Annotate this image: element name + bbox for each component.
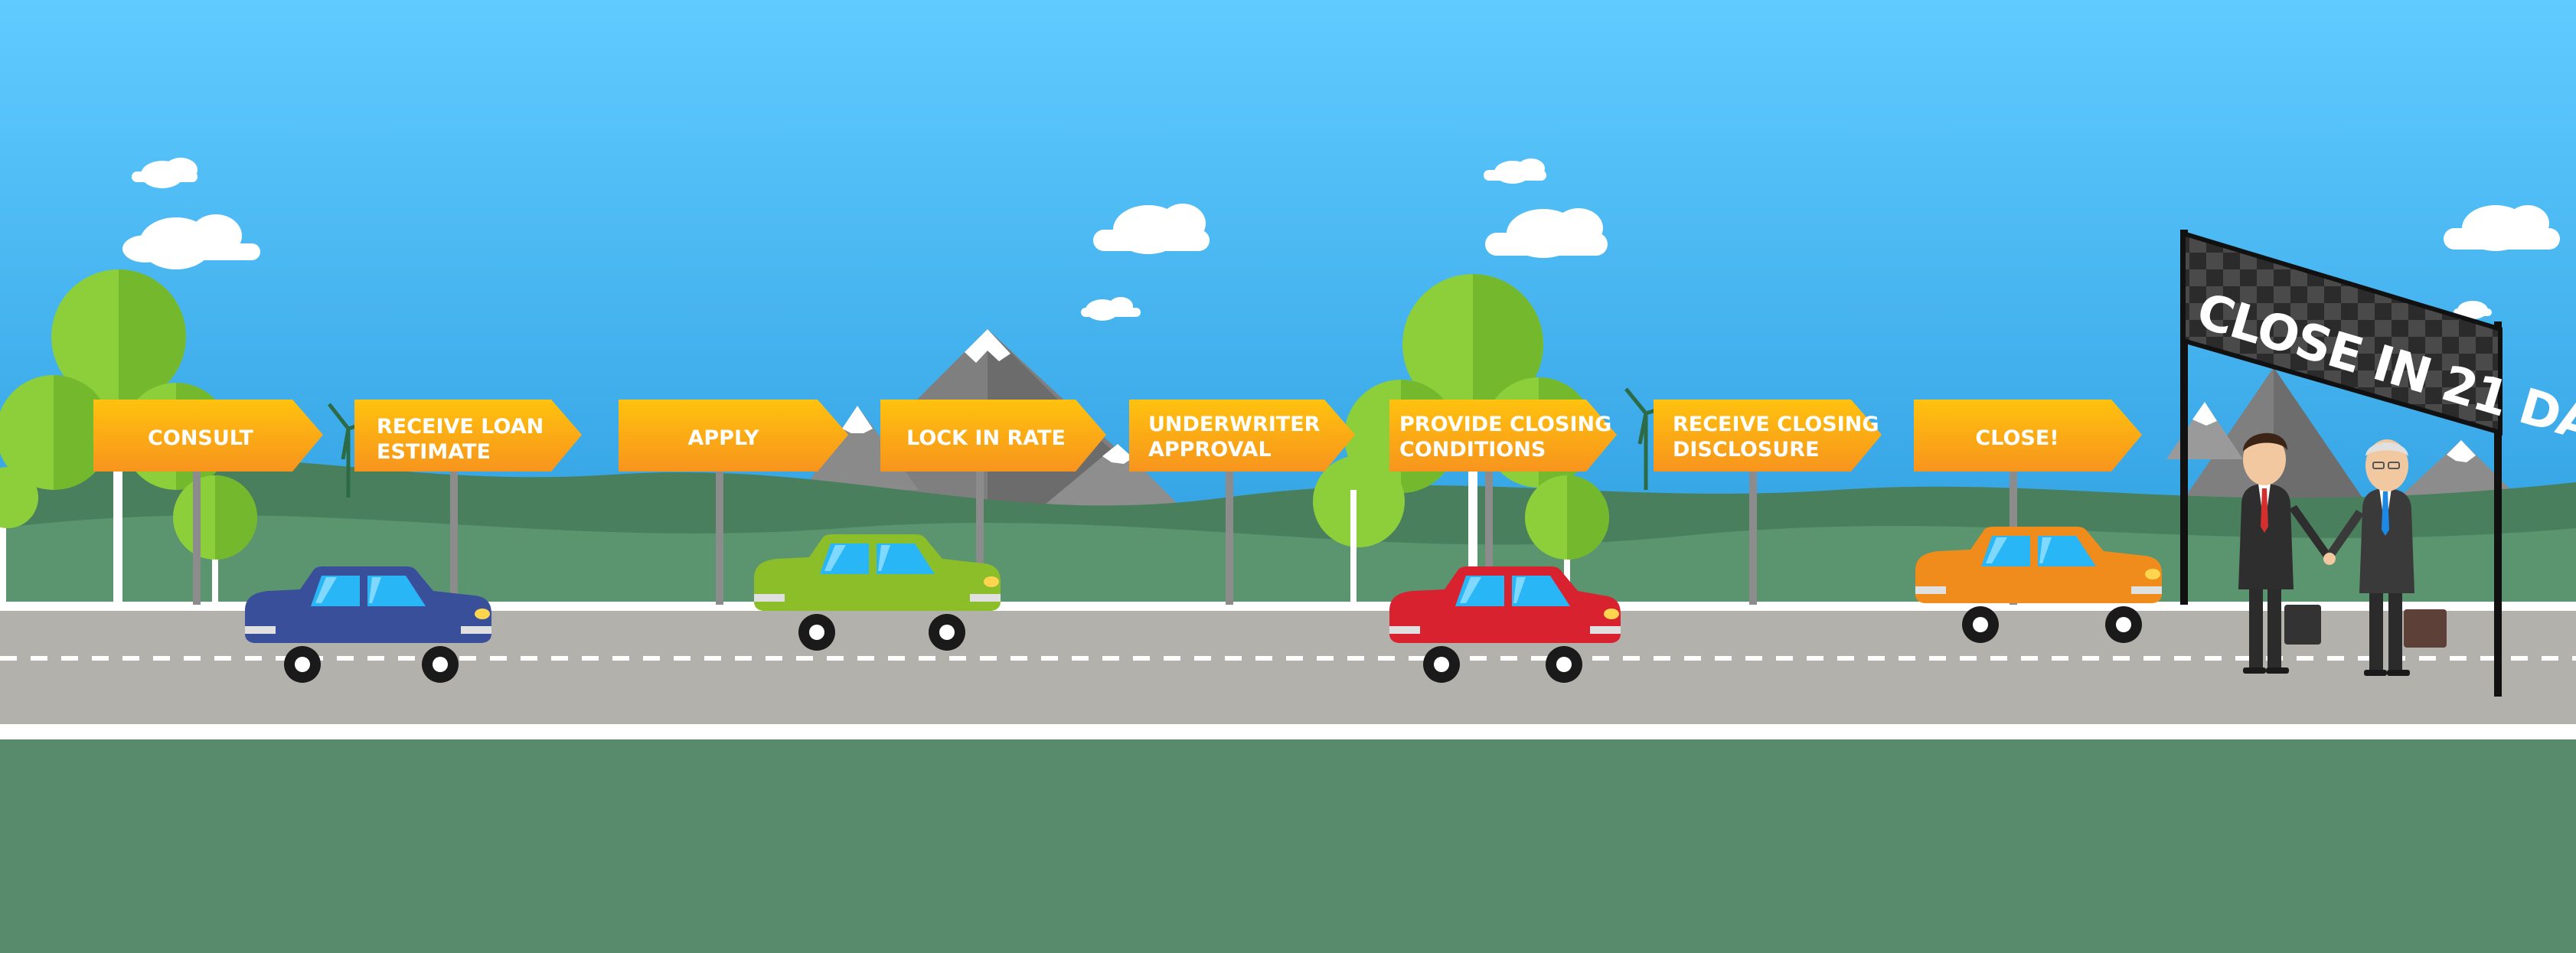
cloud xyxy=(132,158,198,188)
step-sign-underwriter-approval: UNDERWRITER APPROVAL xyxy=(1129,400,1355,472)
grass-field xyxy=(0,739,2576,953)
clouds xyxy=(122,158,2560,321)
businessmen-handshake xyxy=(2238,432,2447,676)
cloud xyxy=(1093,204,1210,254)
step-label-line1: RECEIVE CLOSING xyxy=(1673,413,1879,436)
cloud xyxy=(1485,208,1608,258)
tree xyxy=(1350,475,1609,605)
step-sign-close: CLOSE! xyxy=(1914,400,2142,472)
cars xyxy=(245,527,2162,683)
cloud xyxy=(1484,158,1546,184)
road-bottom-curb xyxy=(0,724,2576,739)
step-label: CONSULT xyxy=(148,426,253,450)
step-label-line2: CONDITIONS xyxy=(1399,438,1546,462)
step-sign-receive-closing-disclosure: RECEIVE CLOSING DISCLOSURE xyxy=(1654,400,1882,472)
cloud xyxy=(122,214,260,269)
checkered-flag xyxy=(2181,230,2503,436)
step-label-line1: RECEIVE LOAN xyxy=(377,415,544,439)
banner-pole-left xyxy=(2180,230,2188,605)
step-signs: CONSULT RECEIVE LOAN ESTIMATE APPLY LOCK… xyxy=(93,400,2142,472)
banner-pole-right xyxy=(2494,321,2502,697)
car-body xyxy=(1389,566,1621,643)
car-blue xyxy=(245,566,491,683)
step-label: CLOSE! xyxy=(1975,426,2059,450)
step-sign-consult: CONSULT xyxy=(93,400,323,472)
step-sign-receive-loan-estimate: RECEIVE LOAN ESTIMATE xyxy=(354,400,582,472)
step-sign-apply: APPLY xyxy=(619,400,848,472)
step-label-line1: UNDERWRITER xyxy=(1148,413,1321,436)
road-top-curb xyxy=(0,602,2576,611)
step-label-line2: DISCLOSURE xyxy=(1673,438,1820,462)
businessman-elder xyxy=(2323,439,2447,676)
step-label-line2: APPROVAL xyxy=(1148,438,1272,462)
car-red xyxy=(1389,566,1621,683)
tree xyxy=(0,467,38,605)
cloud xyxy=(2444,205,2560,251)
businessman-young xyxy=(2238,432,2333,674)
cloud xyxy=(1081,297,1141,321)
cloud xyxy=(2454,301,2492,319)
step-label-line1: PROVIDE CLOSING xyxy=(1399,413,1611,436)
step-sign-lock-in-rate: LOCK IN RATE xyxy=(880,400,1106,472)
step-label: APPLY xyxy=(687,426,759,450)
step-label-line2: ESTIMATE xyxy=(377,440,491,464)
car-orange xyxy=(1915,527,2162,643)
step-sign-provide-closing-conditions: PROVIDE CLOSING CONDITIONS xyxy=(1389,400,1617,472)
step-label: LOCK IN RATE xyxy=(906,426,1066,450)
car-green xyxy=(754,534,1001,651)
